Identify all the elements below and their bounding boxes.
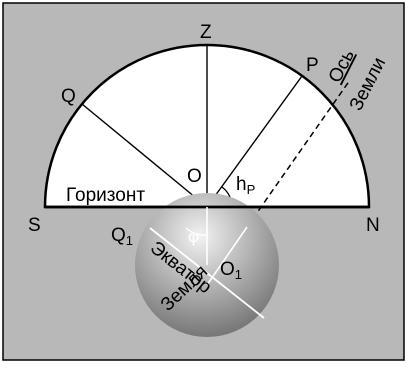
zenith-label: Z bbox=[200, 22, 212, 43]
q1-main: Q bbox=[111, 225, 126, 246]
south-label: S bbox=[28, 215, 41, 236]
equator-line bbox=[81, 103, 208, 208]
center-label: O bbox=[187, 166, 202, 187]
pole-height-main: h bbox=[236, 174, 247, 195]
pole-height-subscript: P bbox=[247, 182, 256, 197]
q1-label: Q1 bbox=[111, 225, 133, 248]
o1-main: O bbox=[220, 259, 235, 280]
q1-subscript: 1 bbox=[126, 233, 133, 248]
pole-label: P bbox=[306, 55, 319, 76]
phi-label: φ bbox=[188, 227, 199, 246]
pole-line bbox=[206, 75, 303, 208]
earth-equator-line bbox=[149, 227, 265, 319]
o1-subscript: 1 bbox=[235, 267, 242, 282]
q-point-label: Q bbox=[61, 86, 76, 107]
pole-height-label: hP bbox=[236, 174, 255, 197]
latitude-arc bbox=[185, 227, 208, 236]
horizon-label: Горизонт bbox=[66, 185, 145, 206]
north-label: N bbox=[366, 215, 380, 236]
earth-axis-inner-line bbox=[206, 226, 248, 286]
o1-label: O1 bbox=[220, 259, 242, 282]
